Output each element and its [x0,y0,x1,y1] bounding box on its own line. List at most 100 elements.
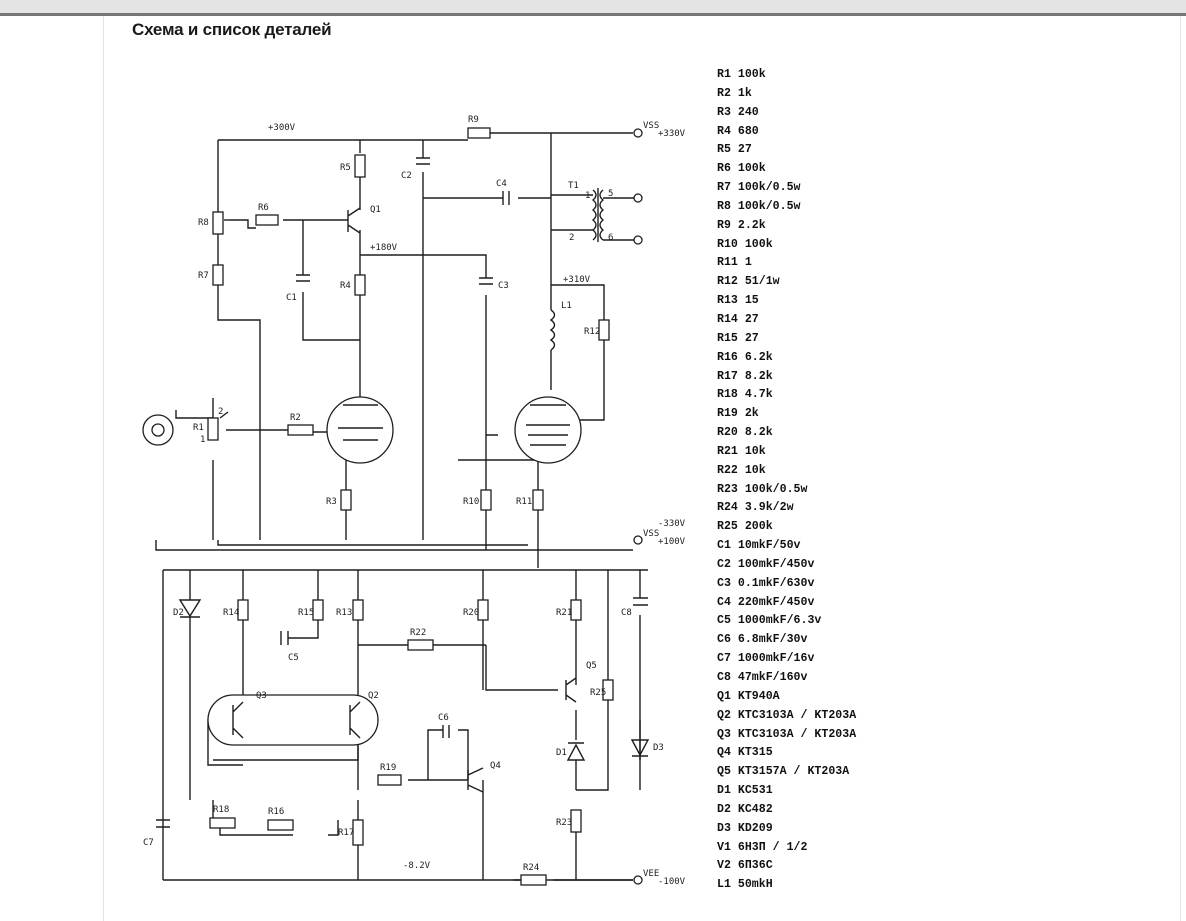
label-r20: R20 [463,608,479,618]
label-r22: R22 [410,628,426,638]
label-t1: T1 [568,181,579,191]
label-r25: R25 [590,688,606,698]
parts-list-item: R23 100k/0.5w [717,482,808,496]
parts-list-item: V2 6П36С [717,859,773,873]
label-310v: +310V [563,275,591,285]
label-r14: R14 [223,608,239,618]
parts-list-item: R15 27 [717,331,759,345]
parts-list-item: R16 6.2k [717,350,773,364]
label-180v: +180V [370,243,398,253]
parts-list-item: C3 0.1mkF/630v [717,576,815,590]
label-r13: R13 [336,608,352,618]
label-c1: C1 [286,293,297,303]
parts-list-item: R5 27 [717,143,752,157]
label-c3: C3 [498,281,509,291]
parts-list-item: R19 2k [717,407,759,421]
label-t1-pin2: 2 [569,233,574,243]
label-r5: R5 [340,163,351,173]
parts-list-item: C2 100mkF/450v [717,557,815,571]
schematic-labels: +300V +330V VSS +180V +310V -330V +100V … [143,115,686,887]
label-c7: C7 [143,838,154,848]
label-r24: R24 [523,863,539,873]
right-border-line [1180,16,1181,921]
parts-list-item: R20 8.2k [717,426,773,440]
label-r6: R6 [258,203,269,213]
parts-list-item: C4 220mkF/450v [717,595,815,609]
label-d3: D3 [653,743,664,753]
label-q3: Q3 [256,691,267,701]
label-t1-pin5: 5 [608,189,613,199]
label-vss-top: VSS [643,121,659,131]
parts-list-item: R24 3.9k/2w [717,501,794,515]
label-q4: Q4 [490,761,501,771]
parts-list-item: R25 200k [717,520,773,534]
parts-list-item: L1 50mkH [717,878,773,892]
label-q5: Q5 [586,661,597,671]
label-vss-bottom: VSS [643,529,659,539]
parts-list-item: R22 10k [717,463,766,477]
label-r10: R10 [463,497,479,507]
schematic-components [142,127,650,886]
parts-list-item: R10 100k [717,237,773,251]
label-r12: R12 [584,327,600,337]
parts-list-item: Q5 KT3157A / KT203A [717,765,850,779]
label-q1: Q1 [370,205,381,215]
parts-list-item: R9 2.2k [717,218,766,232]
parts-list-item: R1 100k [717,68,766,81]
label-d1: D1 [556,748,567,758]
parts-list-item: R21 10k [717,444,766,458]
label-q2: Q2 [368,691,379,701]
label-pot-pin2: 2 [218,407,223,417]
parts-list-item: Q3 KTC3103A / KT203A [717,727,857,741]
parts-list-item: Q2 KTC3103A / KT203A [717,708,857,722]
parts-list-item: R13 15 [717,294,759,308]
label-c4: C4 [496,179,507,189]
parts-list-item: R17 8.2k [717,369,773,383]
section-title: Схема и список деталей [132,20,332,39]
label-r8: R8 [198,218,209,228]
label-c2: C2 [401,171,412,181]
label-r18: R18 [213,805,229,815]
circuit-schematic: +300V +330V VSS +180V +310V -330V +100V … [142,115,686,887]
label-c8: C8 [621,608,632,618]
parts-list-item: V1 6Н3П / 1/2 [717,840,808,854]
parts-list-item: R3 240 [717,105,759,119]
parts-list-item: D1 KC531 [717,784,773,798]
label-t1-pin1: 1 [585,191,590,201]
label-c6: C6 [438,713,449,723]
parts-list-item: D2 KC482 [717,802,773,816]
label-100v: +100V [658,537,686,547]
schematic-wires [155,132,648,881]
parts-list-item: R11 1 [717,256,752,270]
parts-list-item: R8 100k/0.5w [717,199,801,213]
label-r9: R9 [468,115,479,125]
label-r23: R23 [556,818,572,828]
label-r3: R3 [326,497,337,507]
parts-list-item: C5 1000mkF/6.3v [717,614,822,628]
top-bar [0,0,1186,16]
parts-list-item: R4 680 [717,124,759,138]
label-330v-neg: -330V [658,519,686,529]
label-100v-neg: -100V [658,877,686,887]
parts-list-item: R14 27 [717,312,759,326]
label-r15: R15 [298,608,314,618]
parts-list-item: Q1 KT940A [717,689,780,703]
label-vee: VEE [643,869,659,879]
parts-list-item: R6 100k [717,162,766,176]
label-r2: R2 [290,413,301,423]
parts-list-item: R12 51/1w [717,275,780,289]
parts-list-item: C8 47mkF/160v [717,671,808,684]
label-pot-pin1: 1 [200,435,205,445]
label-d2: D2 [173,608,184,618]
label-t1-pin6: 6 [608,233,613,243]
label-300v: +300V [268,123,296,133]
label-8-2v: -8.2V [403,861,431,871]
label-r21: R21 [556,608,572,618]
parts-list-item: C6 6.8mkF/30v [717,633,808,647]
left-border-line [103,16,104,921]
label-r1: R1 [193,423,204,433]
parts-list-item: R7 100k/0.5w [717,181,801,195]
label-r4: R4 [340,281,351,291]
label-l1: L1 [561,301,572,311]
